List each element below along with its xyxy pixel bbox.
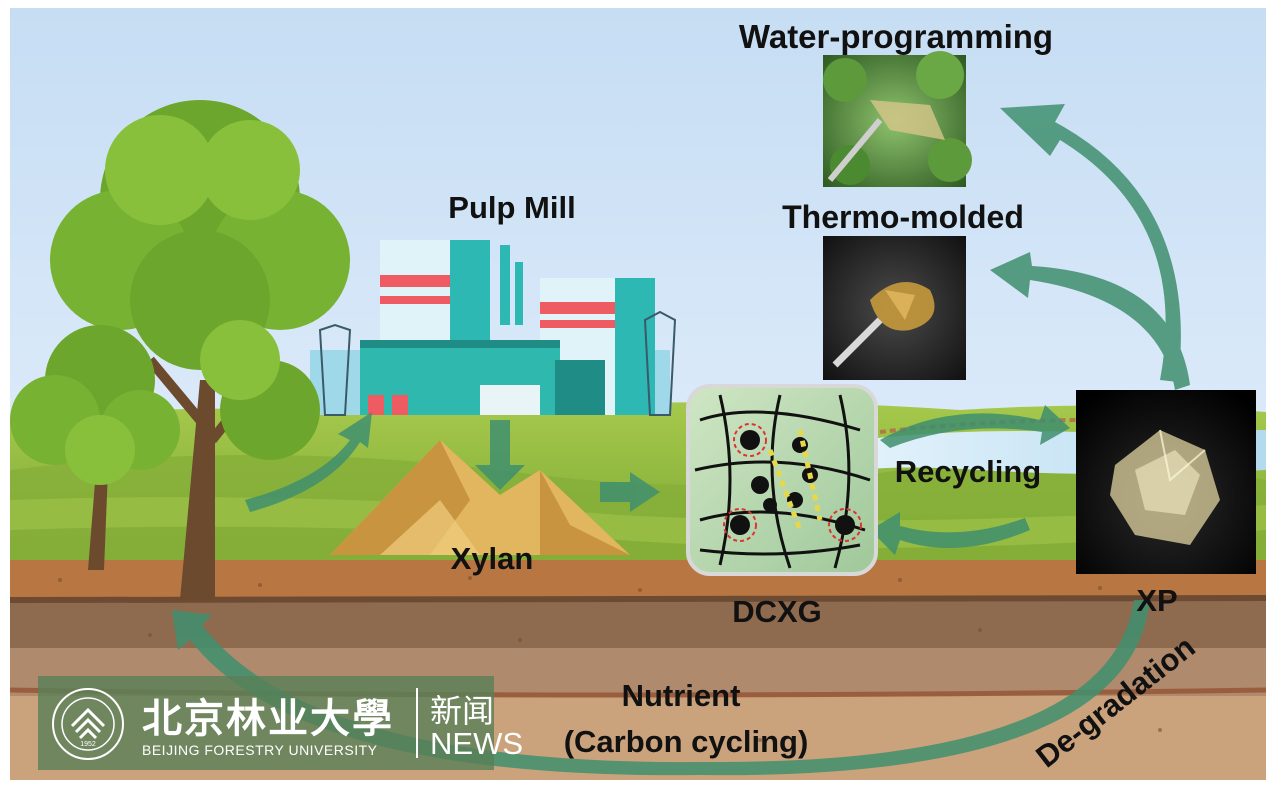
label-xylan: Xylan — [451, 541, 534, 576]
arrow-xp-to-dcxg-recycling-bottom — [870, 512, 1030, 555]
university-chinese-name: 北京林业大學 — [142, 695, 394, 742]
arrow-xylan-to-dcxg — [600, 472, 660, 512]
label-pulp-mill: Pulp Mill — [448, 190, 575, 225]
university-emblem-icon: 1952 — [52, 688, 124, 760]
arrow-dcxg-to-xp-recycling-top — [880, 405, 1070, 448]
dcxg-bonds — [767, 429, 823, 531]
tree-large — [50, 100, 350, 600]
university-news-watermark: 1952 北京林业大學 BEIJING FORESTRY UNIVERSITY … — [38, 676, 523, 770]
label-thermo-molded: Thermo-molded — [782, 199, 1024, 235]
dcxg-network — [686, 384, 878, 576]
photo-xp — [1076, 390, 1256, 574]
xylan-pile — [330, 440, 630, 555]
watermark-divider — [416, 688, 418, 758]
pulp-mill-factory — [310, 240, 677, 416]
photo-water-programming — [823, 51, 972, 187]
tree-small — [10, 325, 180, 570]
label-water-programming: Water-programming — [739, 18, 1053, 55]
arrow-xp-to-thermo-molded — [990, 252, 1190, 390]
label-recycling: Recycling — [895, 454, 1041, 489]
news-english-label: NEWS — [430, 726, 523, 761]
arrow-tree-growth — [245, 412, 372, 512]
label-xp: XP — [1136, 583, 1177, 618]
label-carbon-cycling: (Carbon cycling) — [564, 724, 809, 759]
arrow-xp-to-water-programming — [1000, 104, 1181, 382]
arrow-mill-to-xylan — [475, 420, 525, 490]
university-english-name: BEIJING FORESTRY UNIVERSITY — [142, 742, 378, 758]
soil-band — [9, 595, 1267, 603]
soil-layer-1 — [10, 560, 1266, 602]
emblem-year: 1952 — [80, 741, 96, 748]
news-chinese-label: 新闻 — [430, 692, 495, 730]
soil-layer-2 — [10, 600, 1266, 650]
dcxg-crosslinks — [723, 423, 862, 542]
photo-thermo-molded — [823, 236, 966, 380]
label-dcxg: DCXG — [732, 594, 822, 629]
label-nutrient: Nutrient — [622, 678, 741, 713]
dcxg-nodes — [730, 430, 855, 535]
cycle-arrows — [172, 104, 1190, 776]
